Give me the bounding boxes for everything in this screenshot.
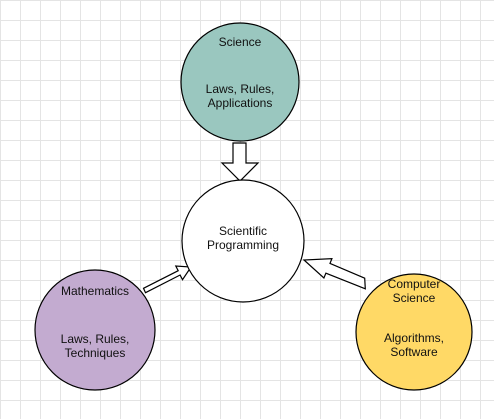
science-node xyxy=(180,22,300,142)
arrow-mathematics-to-center xyxy=(142,265,193,294)
science-body: Laws, Rules, Applications xyxy=(205,82,275,110)
scientific-programming-node xyxy=(181,179,305,303)
arrow-science-to-center xyxy=(220,142,260,182)
computer-science-node xyxy=(355,273,473,391)
mathematics-node xyxy=(34,269,156,391)
arrow-computer-science-to-center xyxy=(302,257,366,290)
mathematics-title: Mathematics xyxy=(60,284,130,298)
mathematics-body: Laws, Rules, Techniques xyxy=(60,332,130,360)
science-title: Science xyxy=(218,35,262,49)
scientific-programming-title: Scientific Programming xyxy=(206,224,280,252)
computer-science-body: Algorithms, Software xyxy=(383,331,445,359)
computer-science-title: Computer Science xyxy=(387,277,441,305)
